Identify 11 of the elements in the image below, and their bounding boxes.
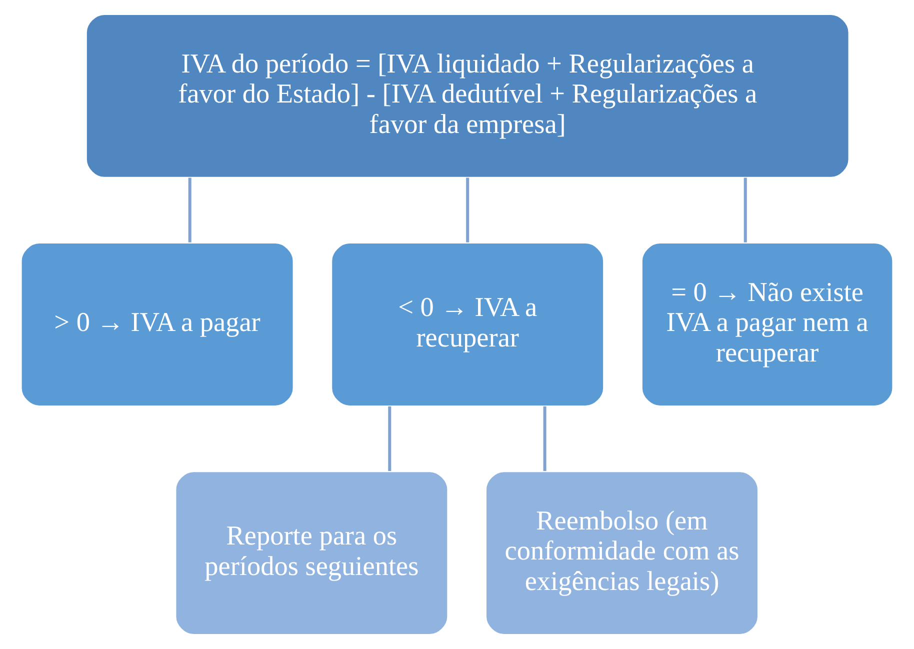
node-box: > 0 → IVA a pagar (20, 242, 294, 407)
node-box: IVA do período = [IVA liquidado + Regularizações a favor do Estado] - [IVA dedutível + Regularizações a favor da empresa] (85, 13, 850, 178)
connector (466, 178, 470, 242)
connector (388, 406, 392, 471)
node-box: Reembolso (em conformidade com as exigências legais) (485, 470, 759, 636)
connector (543, 406, 546, 471)
connector (188, 178, 192, 242)
node-box: < 0 → IVA a recuperar (330, 242, 605, 407)
node-box: = 0 → Não existe IVA a pagar nem a recuperar (640, 242, 894, 407)
node-box: Reporte para os períodos seguientes (174, 470, 449, 636)
connector (744, 178, 747, 242)
